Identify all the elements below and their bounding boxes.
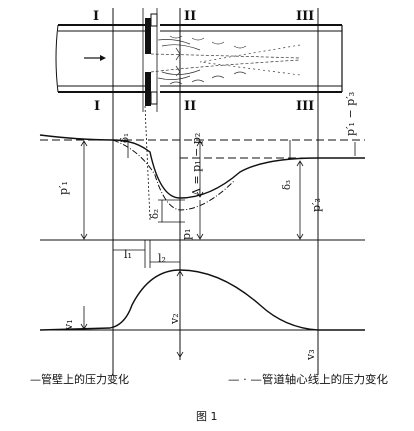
wall-pressure-curve xyxy=(39,134,365,199)
label-v1: v₁ xyxy=(62,319,75,331)
flow-streamlines xyxy=(150,35,301,85)
velocity-curve xyxy=(39,269,365,331)
velocity-dimension-lines xyxy=(80,270,319,362)
label-p1-prime: p′₁ xyxy=(57,181,70,195)
label-p1p3-loss: p′₁ − p′₃ xyxy=(344,92,357,136)
section-label-I-top: I xyxy=(93,9,99,24)
section-lines xyxy=(112,8,319,375)
label-delta3: δ₃ xyxy=(282,180,293,190)
label-delta2: δ₂ xyxy=(150,209,161,219)
label-v3: v₃ xyxy=(304,349,317,361)
label-delta1: δ₁ xyxy=(120,133,131,143)
label-l2: l₂ xyxy=(158,252,166,265)
section-label-II-bottom: II xyxy=(184,99,196,114)
label-p3-prime: p′₃ xyxy=(310,198,323,212)
section-label-III-top: III xyxy=(296,9,314,24)
orifice-plate xyxy=(142,8,158,112)
centerline-pressure-curve xyxy=(112,139,236,211)
flow-arrow xyxy=(84,55,106,61)
pressure-dimension-lines xyxy=(80,105,356,240)
label-p1: p₁ xyxy=(180,229,193,240)
legend-center-pressure: — · —管道轴心线上的压力变化 xyxy=(228,372,388,386)
figure-caption: 图 1 xyxy=(196,410,218,423)
section-label-III-bottom: III xyxy=(296,99,314,114)
pipe-body xyxy=(55,24,343,93)
label-pressure-diff: Δ = p₁ − p₂ xyxy=(190,133,203,196)
label-v2: v₂ xyxy=(168,313,181,325)
section-label-I-bottom: I xyxy=(94,99,100,114)
label-l1: l₁ xyxy=(124,248,132,261)
section-label-II-top: II xyxy=(184,9,196,24)
distance-markers xyxy=(113,240,180,268)
legend-wall-pressure: —管壁上的压力变化 xyxy=(30,372,129,386)
